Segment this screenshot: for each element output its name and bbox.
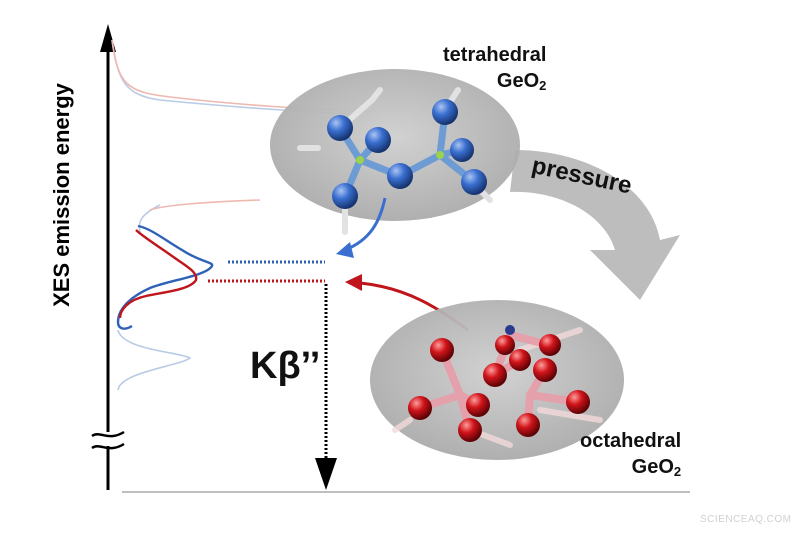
- tetrahedral-blob: [270, 69, 520, 221]
- tetrahedral-transition-arrow: [344, 197, 387, 252]
- octahedral-molecule: [392, 325, 603, 448]
- kbeta-label: Kβ’’: [250, 345, 321, 387]
- axis-break-icon: [91, 430, 125, 450]
- octahedral-transition-arrowhead: [345, 274, 362, 291]
- pressure-arrow: [510, 150, 680, 300]
- watermark: SCIENCEAQ.COM: [700, 514, 792, 525]
- spectrum-tetrahedral: [116, 224, 214, 330]
- octahedral-formula: GeO2: [580, 454, 681, 485]
- octahedral-formula-base: GeO: [631, 456, 674, 478]
- spectrum-octahedral: [118, 229, 198, 319]
- tetrahedral-formula: GeO2: [443, 68, 546, 99]
- tetrahedral-molecule: [297, 87, 493, 235]
- tetrahedral-transition-arrowhead: [336, 242, 354, 258]
- kbeta-arrowhead: [315, 458, 337, 490]
- tetrahedral-formula-sub: 2: [539, 78, 547, 93]
- tetrahedral-label: tetrahedral GeO2: [443, 42, 546, 99]
- octahedral-label: octahedral GeO2: [580, 428, 681, 485]
- octahedral-name: octahedral: [580, 430, 682, 452]
- octahedral-formula-sub: 2: [673, 464, 682, 479]
- tetrahedral-formula-base: GeO: [496, 70, 540, 92]
- tetrahedral-name: tetrahedral: [443, 44, 547, 66]
- y-axis-label: XES emission energy: [49, 83, 74, 307]
